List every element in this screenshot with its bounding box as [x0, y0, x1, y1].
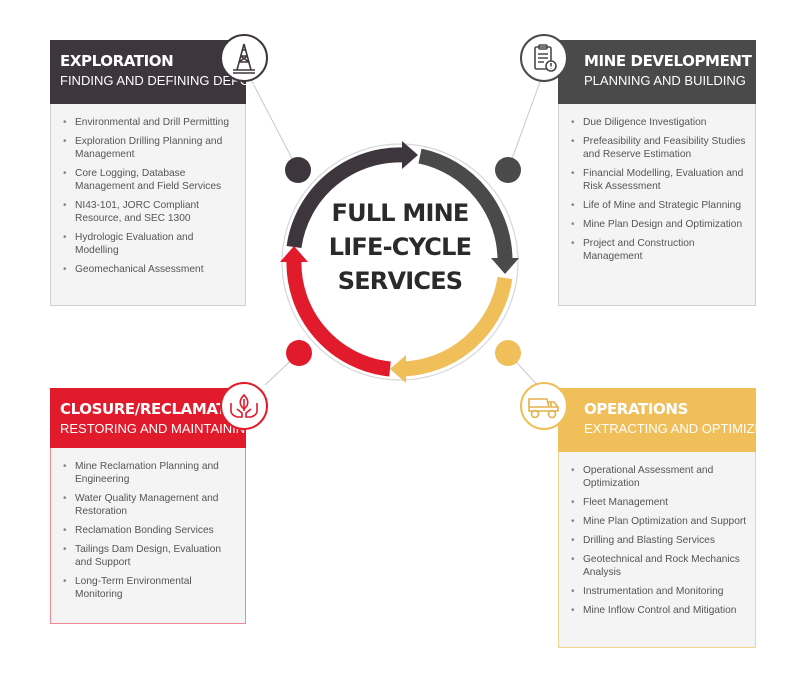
- list-item: Water Quality Management and Restoration: [61, 492, 237, 518]
- operations-subtitle: EXTRACTING AND OPTIMIZING: [584, 421, 778, 436]
- list-item: Fleet Management: [569, 496, 747, 509]
- connector-exploration: [244, 67, 299, 171]
- list-item: Long-Term Environmental Monitoring: [61, 575, 237, 601]
- arrow-head-development: [491, 258, 519, 274]
- haul-truck-icon: [520, 382, 568, 430]
- list-item: Due Diligence Investigation: [569, 116, 747, 129]
- closure-subtitle: RESTORING AND MAINTAINING: [60, 421, 256, 436]
- list-item: Reclamation Bonding Services: [61, 524, 237, 537]
- list-item: NI43-101, JORC Compliant Resource, and S…: [61, 199, 237, 225]
- list-item: Hydrologic Evaluation and Modelling: [61, 231, 237, 257]
- closure-panel: CLOSURE/RECLAMATION RESTORING AND MAINTA…: [50, 388, 256, 624]
- list-item: Environmental and Drill Permitting: [61, 116, 237, 129]
- list-item: Mine Plan Design and Optimization: [569, 218, 747, 231]
- list-item: Geomechanical Assessment: [61, 263, 237, 276]
- exploration-header: EXPLORATION FINDING AND DEFINING DEPOSIT…: [50, 40, 279, 104]
- closure-services-list: Mine Reclamation Planning and Engineerin…: [51, 448, 245, 601]
- list-item: Instrumentation and Monitoring: [569, 585, 747, 598]
- exploration-panel: EXPLORATION FINDING AND DEFINING DEPOSIT…: [50, 40, 279, 306]
- exploration-subtitle: FINDING AND DEFINING DEPOSITS: [60, 73, 279, 88]
- clipboard-icon: [520, 34, 568, 82]
- list-item: Operational Assessment and Optimization: [569, 464, 747, 490]
- node-dot-exploration: [285, 157, 311, 183]
- operations-title: OPERATIONS: [584, 400, 688, 418]
- list-item: Geotechnical and Rock Mechanics Analysis: [569, 553, 747, 579]
- arc-operations: [401, 276, 513, 377]
- list-item: Drilling and Blasting Services: [569, 534, 747, 547]
- drill-rig-icon: [220, 34, 268, 82]
- center-title-line: FULL MINE: [331, 199, 470, 227]
- exploration-title: EXPLORATION: [60, 52, 174, 70]
- arc-development: [418, 148, 513, 263]
- center-title: FULL MINE LIFE-CYCLE SERVICES: [310, 196, 490, 298]
- list-item: Prefeasibility and Feasibility Studies a…: [569, 135, 747, 161]
- closure-header: CLOSURE/RECLAMATION RESTORING AND MAINTA…: [50, 388, 256, 448]
- exploration-services-list: Environmental and Drill Permitting Explo…: [51, 104, 245, 276]
- arc-exploration: [286, 147, 406, 249]
- list-item: Mine Inflow Control and Mitigation: [569, 604, 747, 617]
- arrow-head-closure: [280, 246, 308, 262]
- closure-title: CLOSURE/RECLAMATION: [60, 400, 256, 418]
- list-item: Mine Reclamation Planning and Engineerin…: [61, 460, 237, 486]
- center-title-line: SERVICES: [337, 267, 463, 295]
- development-services-list: Due Diligence Investigation Prefeasibili…: [559, 104, 755, 263]
- arrow-head-exploration: [402, 141, 418, 169]
- list-item: Project and Construction Management: [569, 237, 747, 263]
- closure-list-box: Mine Reclamation Planning and Engineerin…: [50, 448, 246, 624]
- arc-closure: [286, 257, 391, 377]
- list-item: Tailings Dam Design, Evaluation and Supp…: [61, 543, 237, 569]
- operations-header: OPERATIONS EXTRACTING AND OPTIMIZING: [558, 388, 778, 452]
- center-title-line: LIFE-CYCLE: [328, 233, 472, 261]
- node-dot-operations: [495, 340, 521, 366]
- development-header: MINE DEVELOPMENT PLANNING AND BUILDING: [558, 40, 756, 104]
- development-subtitle: PLANNING AND BUILDING: [584, 73, 746, 88]
- development-list-box: Due Diligence Investigation Prefeasibili…: [558, 104, 756, 306]
- development-panel: MINE DEVELOPMENT PLANNING AND BUILDING D…: [558, 40, 756, 306]
- exploration-list-box: Environmental and Drill Permitting Explo…: [50, 104, 246, 306]
- node-dot-closure: [286, 340, 312, 366]
- operations-panel: OPERATIONS EXTRACTING AND OPTIMIZING Ope…: [558, 388, 778, 648]
- development-title: MINE DEVELOPMENT: [584, 52, 752, 70]
- list-item: Exploration Drilling Planning and Manage…: [61, 135, 237, 161]
- operations-list-box: Operational Assessment and Optimization …: [558, 452, 756, 648]
- hands-leaf-icon: [220, 382, 268, 430]
- list-item: Financial Modelling, Evaluation and Risk…: [569, 167, 747, 193]
- list-item: Life of Mine and Strategic Planning: [569, 199, 747, 212]
- connector-development: [507, 67, 546, 171]
- list-item: Core Logging, Database Management and Fi…: [61, 167, 237, 193]
- arrow-head-operations: [390, 355, 406, 383]
- operations-services-list: Operational Assessment and Optimization …: [559, 452, 755, 617]
- node-dot-development: [495, 157, 521, 183]
- list-item: Mine Plan Optimization and Support: [569, 515, 747, 528]
